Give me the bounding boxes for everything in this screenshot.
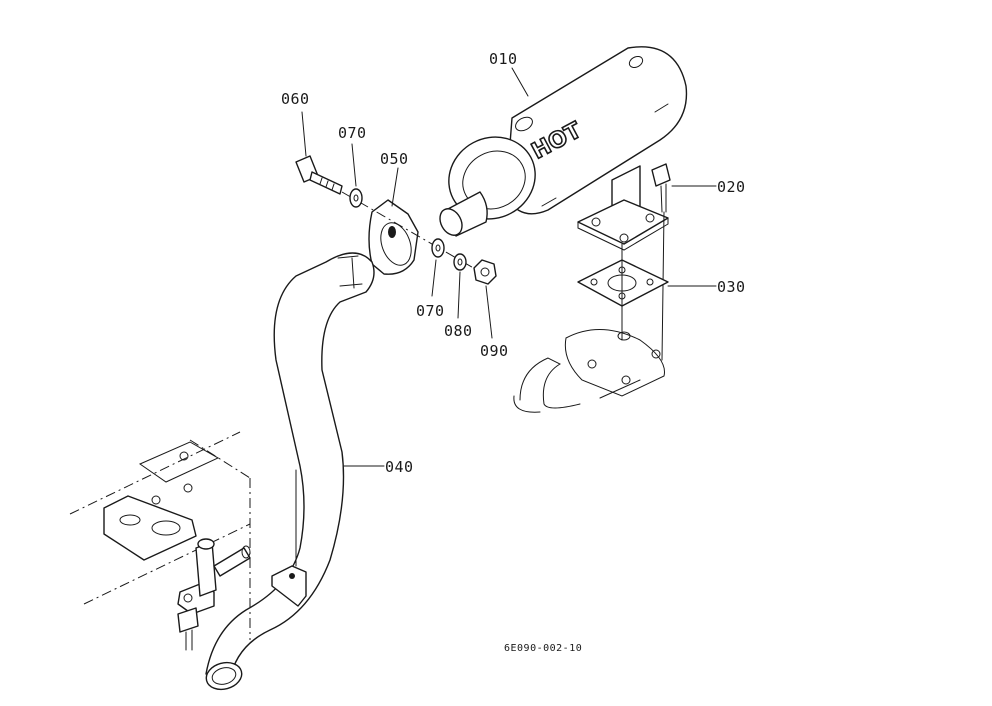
label-clamp: 050	[380, 150, 409, 168]
tail-pipe	[205, 252, 375, 691]
clamp	[368, 199, 419, 275]
label-muffler: 010	[489, 50, 518, 68]
label-gasket: 030	[717, 278, 746, 296]
water-fitting	[177, 538, 251, 651]
drawing-code: 6E090-002-10	[504, 643, 582, 654]
label-tail-pipe: 040	[385, 458, 414, 476]
label-washer-lower: 070	[416, 302, 445, 320]
leader-lines	[301, 67, 717, 467]
engine-block-outline	[69, 431, 251, 640]
exhaust-manifold	[513, 329, 665, 413]
muffler-bolt	[651, 163, 671, 361]
label-clamp-bolt: 060	[281, 90, 310, 108]
gasket	[577, 243, 669, 341]
label-nut: 090	[480, 342, 509, 360]
muffler	[439, 46, 688, 251]
washer-upper	[349, 188, 363, 208]
label-muffler-bolt: 020	[717, 178, 746, 196]
label-washer-upper: 070	[338, 124, 367, 142]
label-spring-washer: 080	[444, 322, 473, 340]
washer-lower	[431, 238, 445, 258]
nut	[473, 259, 497, 285]
spring-washer	[453, 253, 467, 271]
clamp-bolt	[295, 155, 485, 275]
